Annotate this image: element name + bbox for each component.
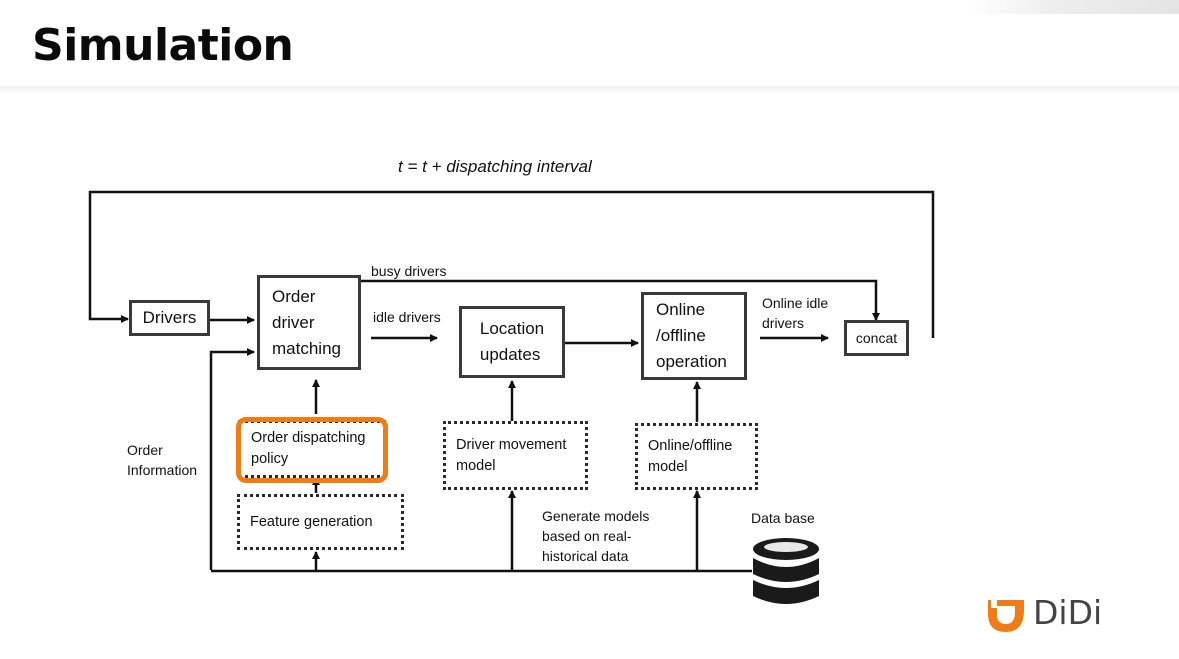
busy-drivers-edge [361,279,880,321]
feature-generation-box: Feature generation [237,494,404,550]
policy-line-2: policy [251,451,289,467]
title-divider [0,86,1179,94]
location-line-1: Location [479,319,545,338]
brand-name: DiDi [1033,593,1103,632]
busy-drivers-label: busy drivers [371,263,447,279]
loop-label: t = t + dispatching interval [398,157,592,176]
online-offline-operation-node: Online /offline operation [641,292,747,380]
order-info-line-1: Order [127,442,163,458]
didi-logo-icon [988,600,1024,632]
policy-line-1: Order dispatching [251,430,366,446]
idle-drivers-label: idle drivers [373,309,441,325]
onoff-model-line-2: model [648,458,688,475]
operation-line-3: operation [656,352,727,371]
drivers-node: Drivers [129,300,210,336]
concat-node: concat [844,320,909,356]
location-line-2: updates [479,345,541,364]
loop-edge [88,190,935,338]
slide-title: Simulation [32,20,294,71]
operation-line-2: /offline [656,326,706,345]
order-driver-matching-node: Order driver matching [257,275,361,370]
onoff-model-line-1: Online/offline [648,437,733,454]
matching-line-2: driver [272,312,315,332]
order-info-line-2: Information [127,462,198,478]
database-icon [753,538,819,604]
generate-models-label: Generate models based on real- historica… [542,506,649,566]
movement-line-2: model [456,457,496,474]
generate-line-1: Generate models [542,508,650,524]
policy-highlight [236,417,388,483]
database-label: Data base [751,510,815,526]
online-offline-model-box: Online/offline model [635,423,758,490]
generate-line-3: historical data [542,548,629,564]
online-idle-line-1: Online idle [762,295,829,311]
generate-line-2: based on real- [542,528,632,544]
driver-movement-model-box: Driver movement model [443,421,588,490]
location-updates-node: Location updates [459,306,565,378]
matching-line-1: Order [272,286,316,306]
order-information-label: Order Information [127,440,197,480]
movement-line-1: Driver movement [456,436,567,453]
matching-line-3: matching [272,338,341,358]
operation-line-1: Online [656,300,706,319]
online-idle-line-2: drivers [762,315,805,331]
online-idle-drivers-label: Online idle drivers [762,293,828,333]
order-information-edge [209,348,255,570]
top-right-blur [968,0,1179,14]
